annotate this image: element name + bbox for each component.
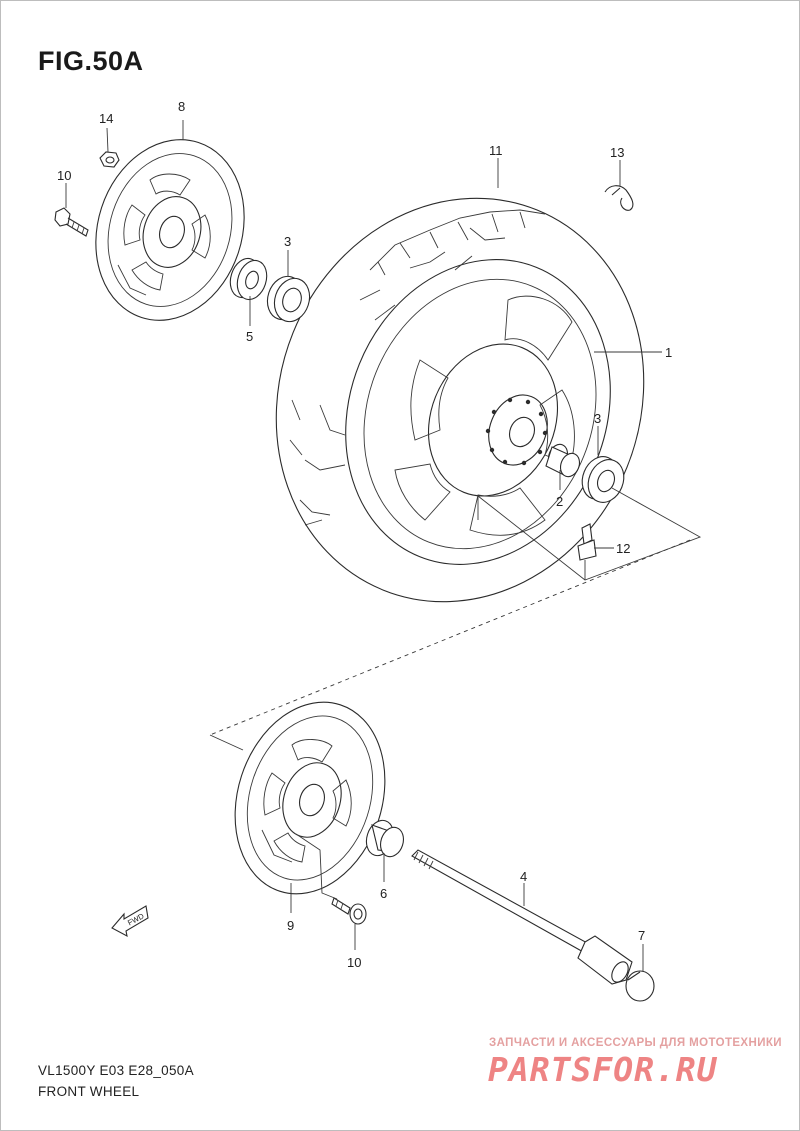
nut-14: [99, 151, 120, 168]
watermark-brand: PARTSFOR.RU: [488, 1050, 718, 1089]
spacer-2: [545, 443, 581, 478]
callout-13: 13: [610, 145, 624, 160]
bolt-10-bottom: [331, 897, 367, 925]
watermark-tagline: ЗАПЧАСТИ И АКСЕССУАРЫ ДЛЯ МОТОТЕХНИКИ: [489, 1037, 782, 1049]
cap-7: [625, 970, 655, 1002]
section-name: FRONT WHEEL: [38, 1084, 140, 1099]
callout-10-top: 10: [57, 168, 71, 183]
callout-10-bottom: 10: [347, 955, 361, 970]
callout-7: 7: [638, 928, 645, 943]
callout-3-top: 3: [284, 234, 291, 249]
exploded-view-guides: [209, 487, 702, 751]
callout-8: 8: [178, 99, 185, 114]
tire-and-wheel: [275, 197, 645, 603]
callout-6: 6: [380, 886, 387, 901]
model-code: VL1500Y E03 E28_050A: [38, 1063, 194, 1078]
clip-13: [604, 185, 634, 211]
spacer-6: [365, 819, 404, 858]
figure-title: FIG.50A: [38, 46, 144, 76]
forward-arrow-icon: FWD: [111, 905, 149, 938]
bearing-3-right: [581, 456, 625, 503]
callout-5: 5: [246, 329, 253, 344]
valve-12: [577, 523, 597, 561]
callout-3-right: 3: [594, 411, 601, 426]
callout-12: 12: [616, 541, 630, 556]
callout-9: 9: [287, 918, 294, 933]
bearing-3-top: [266, 275, 311, 323]
callout-2: 2: [556, 494, 563, 509]
bolt-10-top: [54, 207, 89, 237]
leader-lines: [65, 120, 662, 972]
brake-disc-bottom: [234, 701, 386, 895]
callout-11: 11: [489, 143, 503, 158]
brake-disc-top: [95, 139, 245, 321]
callout-numbers: 8 14 10 3 5 11 13 1 3 2 12 4 6 9 10 7: [57, 99, 672, 970]
callout-4: 4: [520, 869, 527, 884]
callout-1: 1: [665, 345, 672, 360]
hub-bolt-holes: [485, 397, 548, 466]
axle-4: [411, 849, 633, 985]
spacer-5: [229, 257, 268, 301]
callout-14: 14: [99, 111, 113, 126]
